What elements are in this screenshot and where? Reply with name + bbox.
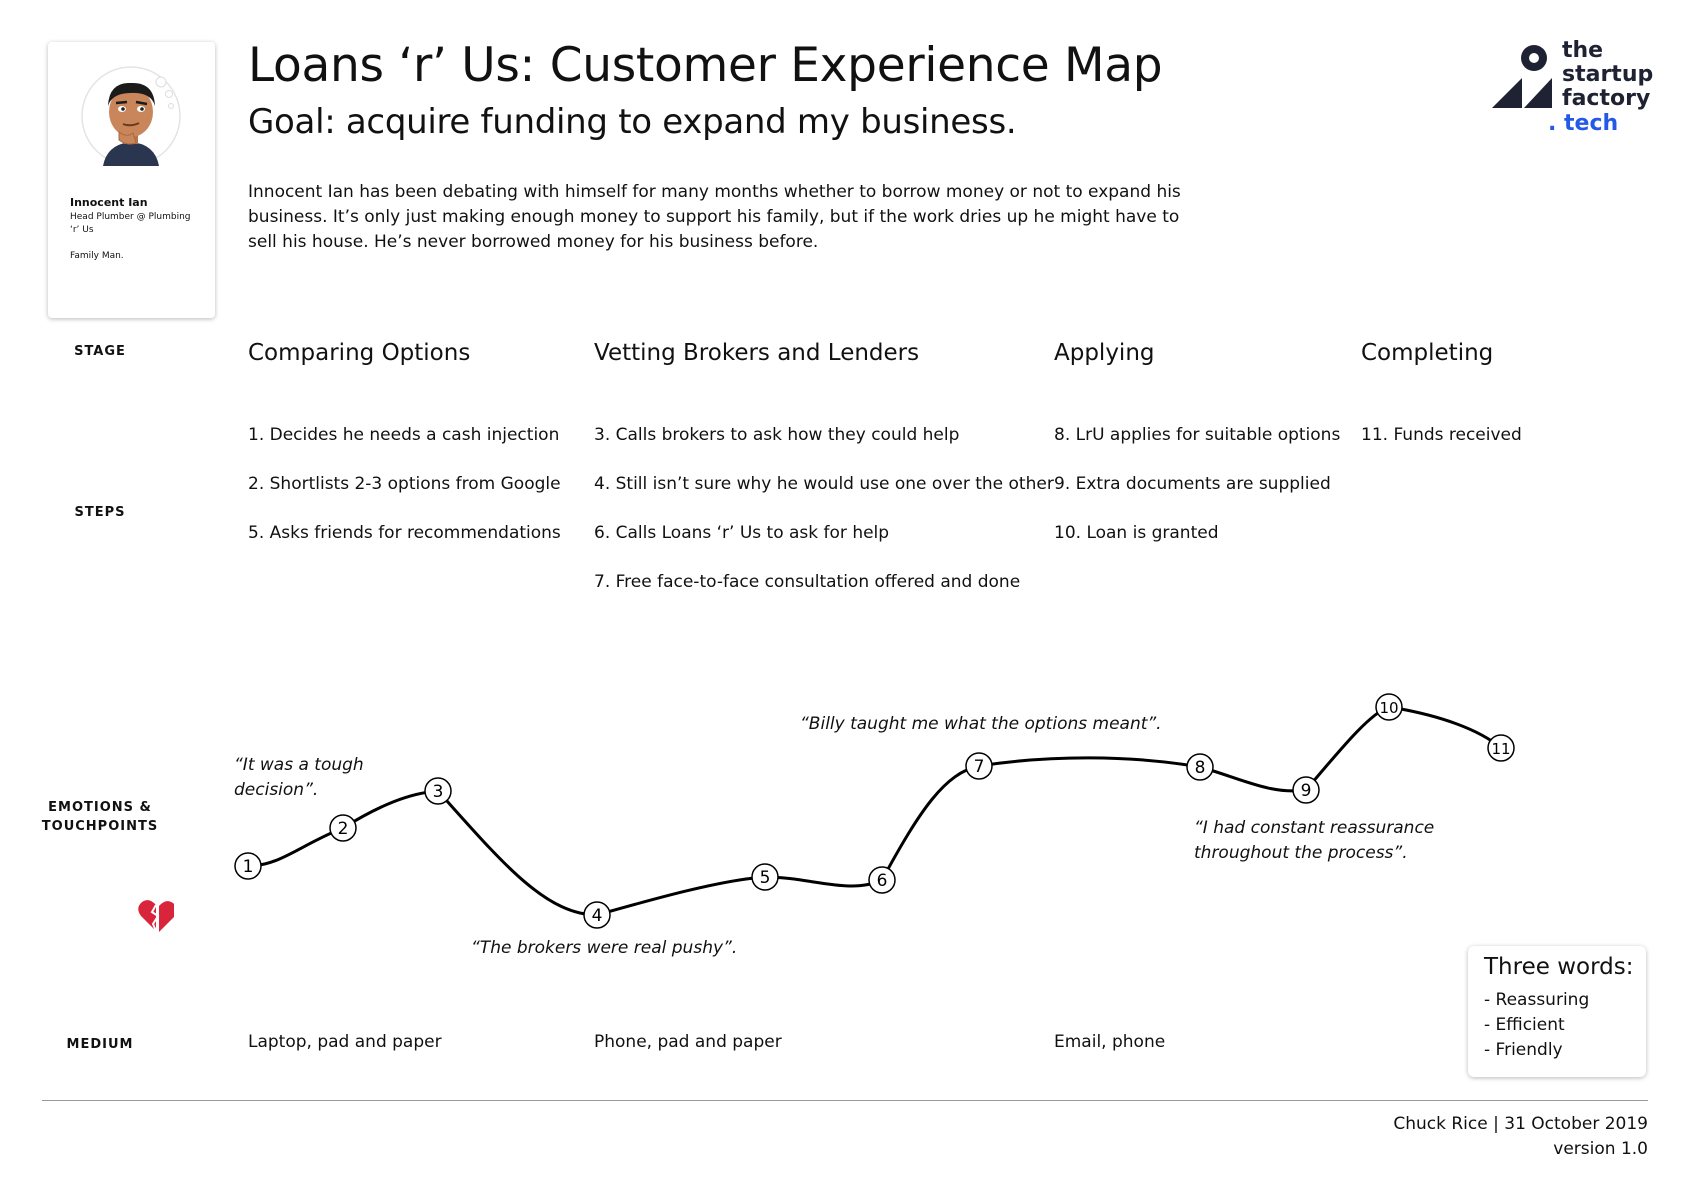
step-item: 11. Funds received: [1361, 425, 1522, 445]
persona-name: Innocent Ian: [70, 196, 148, 209]
footer-credit: Chuck Rice | 31 October 2019 version 1.0: [1393, 1112, 1648, 1162]
emotion-point-marker: [868, 866, 896, 894]
emotion-point-marker: [424, 777, 452, 805]
step-item: 10. Loan is granted: [1054, 523, 1219, 543]
step-item: 9. Extra documents are supplied: [1054, 474, 1331, 494]
three-words-item: - Friendly: [1484, 1040, 1563, 1060]
quote-line: decision”.: [234, 780, 319, 800]
emotion-curve-line: [247, 705, 1502, 917]
emotion-point-marker: [965, 752, 993, 780]
quote-constant-reassurance: “I had constant reassurance throughout t…: [1194, 816, 1434, 866]
three-words-item: - Reassuring: [1484, 990, 1590, 1010]
step-item: 1. Decides he needs a cash injection: [248, 425, 560, 445]
thinking-man-avatar-icon: [81, 66, 181, 166]
step-item: 7. Free face-to-face consultation offere…: [594, 572, 1021, 592]
logo-text-factory: factory: [1562, 86, 1651, 111]
medium-comparing: Laptop, pad and paper: [248, 1032, 442, 1052]
emotion-point-label: 2: [338, 819, 349, 839]
emotion-point-label: 9: [1301, 781, 1312, 801]
row-label-stage: STAGE: [74, 344, 126, 359]
row-label-emotions: EMOTIONS & TOUCHPOINTS: [20, 798, 180, 836]
three-words-title: Three words:: [1484, 954, 1634, 980]
steps-column-vetting: 3. Calls brokers to ask how they could h…: [594, 424, 1054, 620]
emotion-point-marker: [1292, 776, 1320, 804]
step-item: 5. Asks friends for recommendations: [248, 523, 561, 543]
steps-column-applying: 8. LrU applies for suitable options 9. E…: [1054, 424, 1340, 571]
footer-author-date: Chuck Rice | 31 October 2019: [1393, 1114, 1648, 1134]
quote-tough-decision: “It was a tough decision”.: [234, 753, 364, 803]
step-item: 4. Still isn’t sure why he would use one…: [594, 474, 1054, 494]
footer-divider: [42, 1100, 1648, 1101]
emotion-point-label: 11: [1491, 740, 1510, 758]
emotion-point-label: 10: [1379, 699, 1398, 717]
step-item: 3. Calls brokers to ask how they could h…: [594, 425, 960, 445]
persona-tagline: Family Man.: [70, 251, 124, 261]
emotion-point-marker: [1375, 693, 1403, 721]
page-goal: Goal: acquire funding to expand my busin…: [248, 102, 1017, 142]
logo-text-tech: . tech: [1548, 111, 1619, 136]
page-title: Loans ‘r’ Us: Customer Experience Map: [248, 38, 1163, 93]
medium-vetting: Phone, pad and paper: [594, 1032, 782, 1052]
row-label-medium: MEDIUM: [66, 1037, 134, 1052]
three-words-item: - Efficient: [1484, 1015, 1565, 1035]
emotion-point-label: 3: [433, 782, 444, 802]
emotion-point-marker: [583, 901, 611, 929]
page-description: Innocent Ian has been debating with hims…: [248, 182, 1181, 252]
three-words-list: - Reassuring - Efficient - Friendly: [1484, 988, 1589, 1063]
quote-line: throughout the process”.: [1194, 843, 1408, 863]
emotion-point-label: 6: [877, 871, 888, 891]
row-label-emotions-line1: EMOTIONS &: [48, 800, 152, 815]
emotion-point-label: 4: [592, 906, 603, 926]
stage-title-vetting: Vetting Brokers and Lenders: [594, 340, 920, 366]
persona-role: Head Plumber @ Plumbing ‘r’ Us: [70, 212, 191, 235]
row-label-steps: STEPS: [74, 505, 126, 520]
emotion-point-label: 5: [760, 868, 771, 888]
persona-card: Innocent Ian Head Plumber @ Plumbing ‘r’…: [48, 42, 215, 318]
startup-factory-logo: the startup factory . tech: [1490, 38, 1654, 138]
step-item: 8. LrU applies for suitable options: [1054, 425, 1341, 445]
three-words-card: Three words: - Reassuring - Efficient - …: [1468, 946, 1646, 1077]
footer-version: version 1.0: [1553, 1139, 1648, 1159]
step-item: 6. Calls Loans ‘r’ Us to ask for help: [594, 523, 890, 543]
emotion-point-marker: [1186, 753, 1214, 781]
logo-text-the: the: [1562, 38, 1604, 63]
medium-applying: Email, phone: [1054, 1032, 1166, 1052]
emotion-point-label: 8: [1195, 758, 1206, 778]
quote-line: “I had constant reassurance: [1194, 818, 1435, 838]
emotion-point-marker: [751, 863, 779, 891]
quote-billy-taught: “Billy taught me what the options meant”…: [800, 714, 1162, 734]
emotion-point-label: 1: [243, 857, 254, 877]
logo-text-startup: startup: [1562, 62, 1654, 87]
broken-heart-icon: [138, 900, 174, 932]
stage-title-completing: Completing: [1361, 340, 1494, 366]
row-label-emotions-line2: TOUCHPOINTS: [41, 819, 159, 834]
stage-title-comparing-options: Comparing Options: [248, 340, 471, 366]
steps-column-completing: 11. Funds received: [1361, 424, 1522, 473]
emotion-point-marker: [1487, 734, 1515, 762]
quote-brokers-pushy: “The brokers were real pushy”.: [471, 938, 738, 958]
emotion-point-marker: [329, 814, 357, 842]
emotion-point-label: 7: [974, 757, 985, 777]
steps-column-comparing: 1. Decides he needs a cash injection 2. …: [248, 424, 561, 571]
startup-factory-logo-mark-icon: [1492, 45, 1552, 108]
step-item: 2. Shortlists 2-3 options from Google: [248, 474, 561, 494]
quote-line: “It was a tough: [234, 755, 364, 775]
emotion-point-marker: [234, 852, 262, 880]
stage-title-applying: Applying: [1054, 340, 1155, 366]
